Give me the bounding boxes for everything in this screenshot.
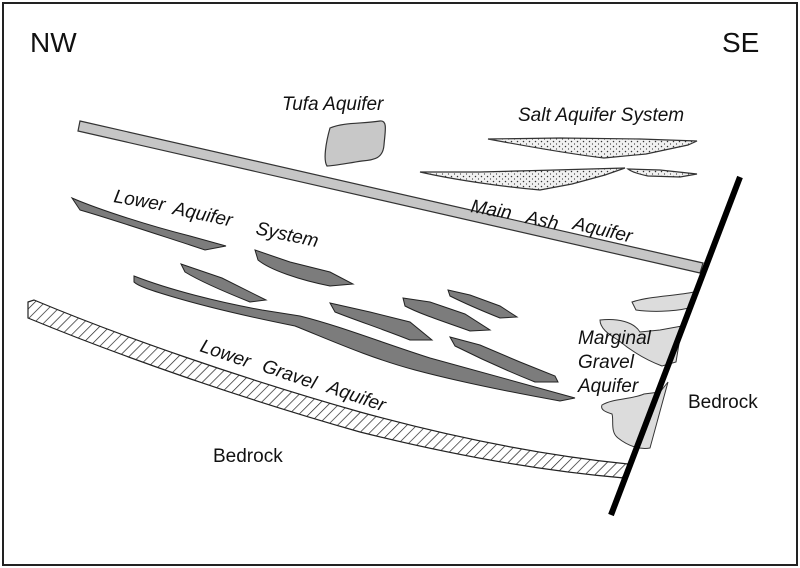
marginal-label-line-3: Aquifer [577, 376, 639, 397]
salt-aquifer-lens-upper [487, 137, 698, 159]
main-ash-aquifer-band [77, 120, 704, 274]
tufa-aquifer-label: Tufa Aquifer [282, 94, 384, 115]
marginal-label-line-2: Gravel [578, 352, 635, 373]
salt-aquifer-system-label: Salt Aquifer System [518, 105, 684, 126]
bedrock-right-label: Bedrock [688, 392, 758, 413]
lower-aquifer-lens-7 [447, 289, 519, 319]
bedrock-left-label: Bedrock [213, 446, 283, 467]
lower-aquifer-lens-8 [448, 336, 559, 383]
lower-aquifer-lens-6 [402, 297, 492, 332]
marginal-gravel-aquifer-fan-2 [599, 319, 683, 367]
nw-direction-label: NW [30, 27, 77, 58]
lower-aquifer-lens-4 [133, 275, 576, 402]
fault-line [608, 175, 743, 517]
lower-aquifer-lens-1 [70, 196, 227, 251]
tufa-aquifer-shape [324, 120, 386, 167]
salt-aquifer-lens-lower [419, 167, 626, 191]
lower-aquifer-lens-3 [180, 263, 268, 303]
lower-aquifer-lens-2 [254, 249, 355, 287]
marginal-label-line-1: Marginal [578, 328, 652, 349]
marginal-gravel-aquifer-fan-3 [601, 381, 669, 449]
lower-aquifer-lens-5 [329, 302, 434, 341]
se-direction-label: SE [722, 27, 759, 58]
salt-aquifer-lens-small [626, 168, 698, 178]
